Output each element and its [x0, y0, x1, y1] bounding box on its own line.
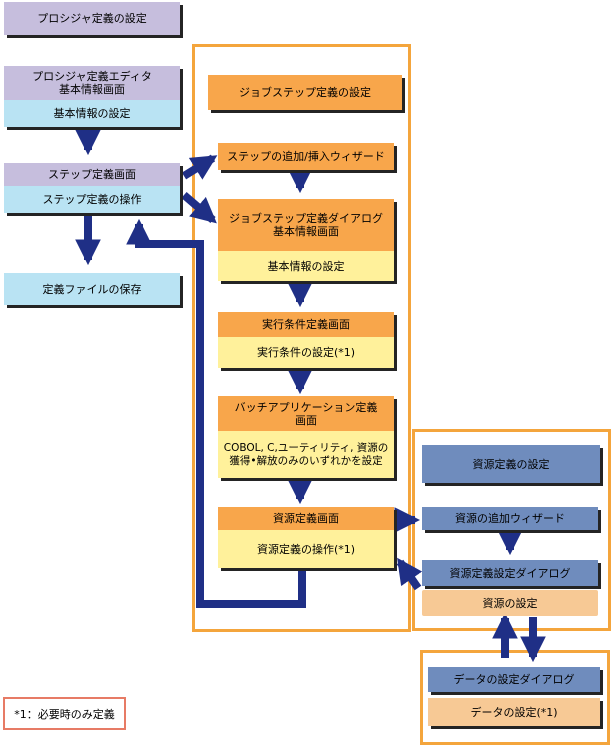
- arrow-step-to-dialog: [181, 191, 217, 224]
- resource-def-screen: 資源定義画面: [218, 507, 394, 530]
- arrow-resource-back: [396, 557, 423, 591]
- jobstep-section-frame: [192, 44, 411, 632]
- footnote: *1：必要時のみ定義: [3, 697, 126, 730]
- save-def-file: 定義ファイルの保存: [4, 273, 180, 305]
- resource-def-operation: 資源定義の操作(*1): [218, 530, 394, 568]
- jobstep-section-title: ジョブステップ定義の設定: [208, 75, 402, 110]
- arrow-step-to-wizard: [181, 154, 218, 180]
- exec-condition-setting: 実行条件の設定(*1): [218, 337, 394, 368]
- resource-section-title: 資源定義の設定: [422, 445, 600, 483]
- data-section-frame: [420, 650, 610, 745]
- editor-basic-screen: プロシジャ定義エディタ 基本情報画面: [4, 66, 180, 100]
- resource-setting: 資源の設定: [422, 590, 598, 616]
- resource-add-wizard: 資源の追加ウィザード: [422, 507, 598, 530]
- jobstep-dialog-screen: ジョブステップ定義ダイアログ 基本情報画面: [218, 199, 394, 251]
- procedure-title: プロシジャ定義の設定: [4, 2, 180, 35]
- resource-def-dialog: 資源定義設定ダイアログ: [422, 560, 598, 586]
- step-def-operation: ステップ定義の操作: [4, 186, 180, 213]
- basic-info-setting-jobstep: 基本情報の設定: [218, 251, 394, 281]
- data-setting: データの設定(*1): [428, 698, 600, 726]
- add-insert-wizard: ステップの追加/挿入ウィザード: [218, 143, 394, 170]
- data-setting-dialog: データの設定ダイアログ: [428, 667, 600, 692]
- batch-app-setting: COBOL, C,ユーティリティ, 資源の 獲得•解放のみのいずれかを設定: [218, 431, 394, 478]
- arrow-return-to-step: [126, 218, 306, 608]
- step-def-screen: ステップ定義画面: [4, 163, 180, 186]
- exec-condition-screen: 実行条件定義画面: [218, 312, 394, 337]
- batch-app-screen: バッチアプリケーション定義 画面: [218, 396, 394, 431]
- basic-info-setting-left: 基本情報の設定: [4, 100, 180, 127]
